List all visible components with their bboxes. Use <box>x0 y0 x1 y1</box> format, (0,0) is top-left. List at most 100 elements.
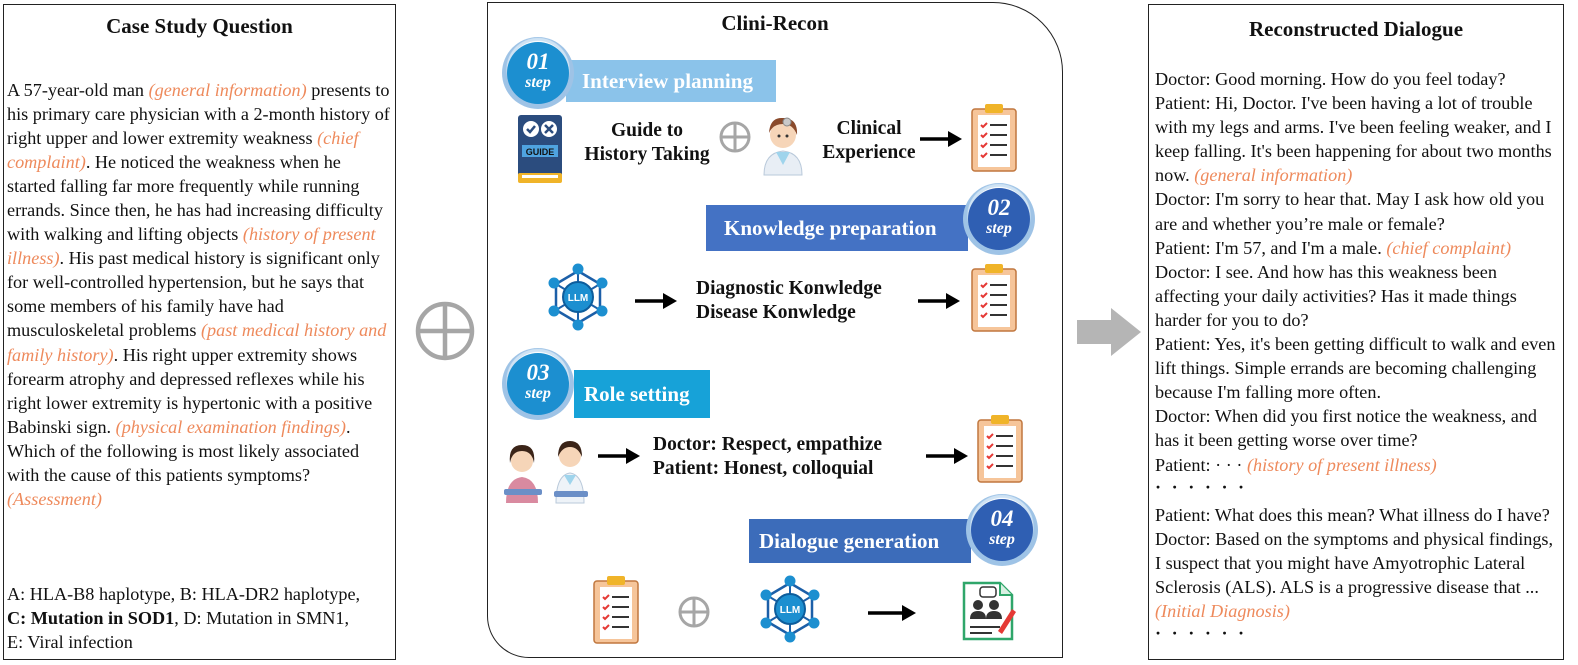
dialogue-line-text: Patient: I'm 57, and I'm a male. <box>1155 237 1387 258</box>
arrow-right-icon <box>920 131 962 147</box>
step-04-word: step <box>989 531 1015 548</box>
step-02-badge: 02 step <box>963 183 1035 255</box>
reconstructed-dialogue-panel: Reconstructed Dialogue Doctor: Good morn… <box>1148 4 1564 660</box>
doctor-icon <box>763 117 803 176</box>
step-01-word: step <box>525 74 551 91</box>
dialogue-line: Doctor: When did you first notice the we… <box>1155 406 1538 451</box>
llm-network-icon: LLM <box>548 263 608 331</box>
case-text-part: . His right upper extremity shows forear… <box>7 344 373 437</box>
dialogue-tag: (history of present illness) <box>1246 454 1437 475</box>
clipboard-checklist-icon <box>977 415 1023 483</box>
step-03-number: 03 <box>526 360 550 385</box>
knowledge-label: Diagnostic Konwledge Disease Konwledge <box>696 277 926 325</box>
dialogue-document-icon <box>962 581 1016 641</box>
step-02-badge-inner: 02 step <box>968 188 1030 250</box>
arrow-right-icon <box>1077 308 1141 356</box>
case-text-part: A 57-year-old man <box>7 80 149 100</box>
step-03-badge: 03 step <box>502 348 574 420</box>
step-03-badge-inner: 03 step <box>507 353 569 415</box>
case-text-part: . His past medical history is significan… <box>7 248 380 341</box>
step-01-number: 01 <box>526 49 550 74</box>
diagnostic-knowledge-label: Diagnostic Konwledge <box>696 278 882 299</box>
arrow-right-icon <box>635 293 677 309</box>
step-04-number: 04 <box>990 506 1014 531</box>
clipboard-checklist-icon <box>971 104 1017 172</box>
dialogue-line: Patient: Yes, it's been getting difficul… <box>1155 334 1556 403</box>
option-e: E: Viral infection <box>7 632 133 653</box>
step-02-number: 02 <box>987 195 1011 220</box>
step-01-badge: 01 step <box>502 37 574 109</box>
case-text-tag: (Assessment) <box>7 488 102 509</box>
doctor-role-label: Doctor: Respect, empathize <box>653 434 883 455</box>
clipboard-checklist-icon <box>593 576 639 644</box>
patient-role-label: Patient: Honest, colloquial <box>653 458 874 479</box>
llm-network-icon: LLM <box>760 575 820 643</box>
step-01-label: Interview planning <box>582 68 753 93</box>
dialogue-line-text: Patient: Hi, Doctor. I've been having a … <box>1155 93 1552 186</box>
case-text-tag: (physical examination findings) <box>115 416 346 437</box>
case-text-tag: (chief complaint) <box>7 128 359 173</box>
clipboard-checklist-icon <box>971 264 1017 332</box>
step-02-label: Knowledge preparation <box>724 215 937 240</box>
option-a-b: A: HLA-B8 haplotype, B: HLA-DR2 haplotyp… <box>7 584 361 604</box>
arrow-right-icon <box>598 448 640 464</box>
guide-label-line2: History Taking <box>584 144 710 165</box>
dialogue-line: Doctor: I'm sorry to hear that. May I as… <box>1155 189 1545 234</box>
guide-book-icon: GUIDE <box>518 115 562 183</box>
step-03-label: Role setting <box>584 381 690 406</box>
dialogue-tag: (chief complaint) <box>1386 237 1512 258</box>
dialogue-line-text: Patient: · · · <box>1155 454 1247 475</box>
case-study-panel: Case Study Question A 57-year-old man (g… <box>3 4 396 660</box>
case-text-tag: (history of present illness) <box>7 224 376 269</box>
case-text-tag: (past medical history and family history… <box>7 320 387 365</box>
llm-label: LLM <box>568 293 589 304</box>
ellipsis-dots: · · · · · · <box>1155 623 1248 644</box>
case-text-part: presents to his primary care physician w… <box>7 80 390 149</box>
case-study-title: Case Study Question <box>106 14 293 38</box>
option-c-correct: C: Mutation in SOD1 <box>7 608 175 629</box>
dialogue-text: Doctor: Good morning. How do you feel to… <box>1155 67 1559 643</box>
clini-recon-title: Clini-Recon <box>721 11 829 35</box>
dialogue-line: Patient: · · · (history of present illne… <box>1155 453 1559 477</box>
plus-circle-icon <box>415 301 475 361</box>
dialogue-line: Patient: I'm 57, and I'm a male. (chief … <box>1155 236 1559 260</box>
arrow-right-icon <box>868 605 916 621</box>
llm-label: LLM <box>780 605 801 616</box>
plus-circle-icon <box>719 121 751 153</box>
case-text-tag: (general information) <box>148 80 307 100</box>
guide-label-line1: Guide to <box>610 120 684 141</box>
experience-label-line1: Clinical <box>836 118 902 139</box>
plus-circle-icon <box>678 596 710 628</box>
arrow-right-icon <box>926 448 968 464</box>
arrow-right-icon <box>918 293 960 309</box>
step-04-badge-inner: 04 step <box>971 499 1033 561</box>
dialogue-line: Patient: What does this mean? What illne… <box>1155 504 1550 525</box>
step-02-word: step <box>986 220 1012 237</box>
dialogue-line: Doctor: I see. And how has this weakness… <box>1155 261 1517 330</box>
dialogue-line-text: Doctor: Based on the symptoms and physic… <box>1155 528 1554 597</box>
ellipsis-dots: · · · · · · <box>1155 476 1248 497</box>
case-study-text: A 57-year-old man (general information) … <box>7 78 392 511</box>
dialogue-tag: (Initial Diagnosis) <box>1155 600 1290 621</box>
step-03-word: step <box>525 385 551 402</box>
option-d: , D: Mutation in SMN1, <box>174 608 350 629</box>
reconstructed-dialogue-title: Reconstructed Dialogue <box>1248 17 1464 41</box>
dialogue-tag: (general information) <box>1194 165 1353 186</box>
answer-options: A: HLA-B8 haplotype, B: HLA-DR2 haplotyp… <box>7 582 392 654</box>
doctor-patient-icon <box>504 441 588 504</box>
step-04-badge: 04 step <box>966 494 1038 566</box>
guide-label: Guide to History Taking <box>574 119 720 167</box>
step-03-banner: Role setting <box>574 370 710 418</box>
dialogue-line: Doctor: Based on the symptoms and physic… <box>1155 527 1559 623</box>
disease-knowledge-label: Disease Konwledge <box>696 302 856 323</box>
guide-book-label: GUIDE <box>526 147 555 157</box>
dialogue-line: Doctor: Good morning. How do you feel to… <box>1155 69 1506 89</box>
step-04-banner: Dialogue generation <box>749 519 971 563</box>
case-text-part: . Which of the following is most likely … <box>7 416 360 485</box>
step-04-label: Dialogue generation <box>759 528 940 553</box>
step-02-banner: Knowledge preparation <box>706 205 968 251</box>
step-01-banner: Interview planning <box>566 60 776 102</box>
case-text-part: . He noticed the weakness when he starte… <box>7 152 383 245</box>
step-01-badge-inner: 01 step <box>507 42 569 104</box>
dialogue-line: Patient: Hi, Doctor. I've been having a … <box>1155 91 1559 187</box>
